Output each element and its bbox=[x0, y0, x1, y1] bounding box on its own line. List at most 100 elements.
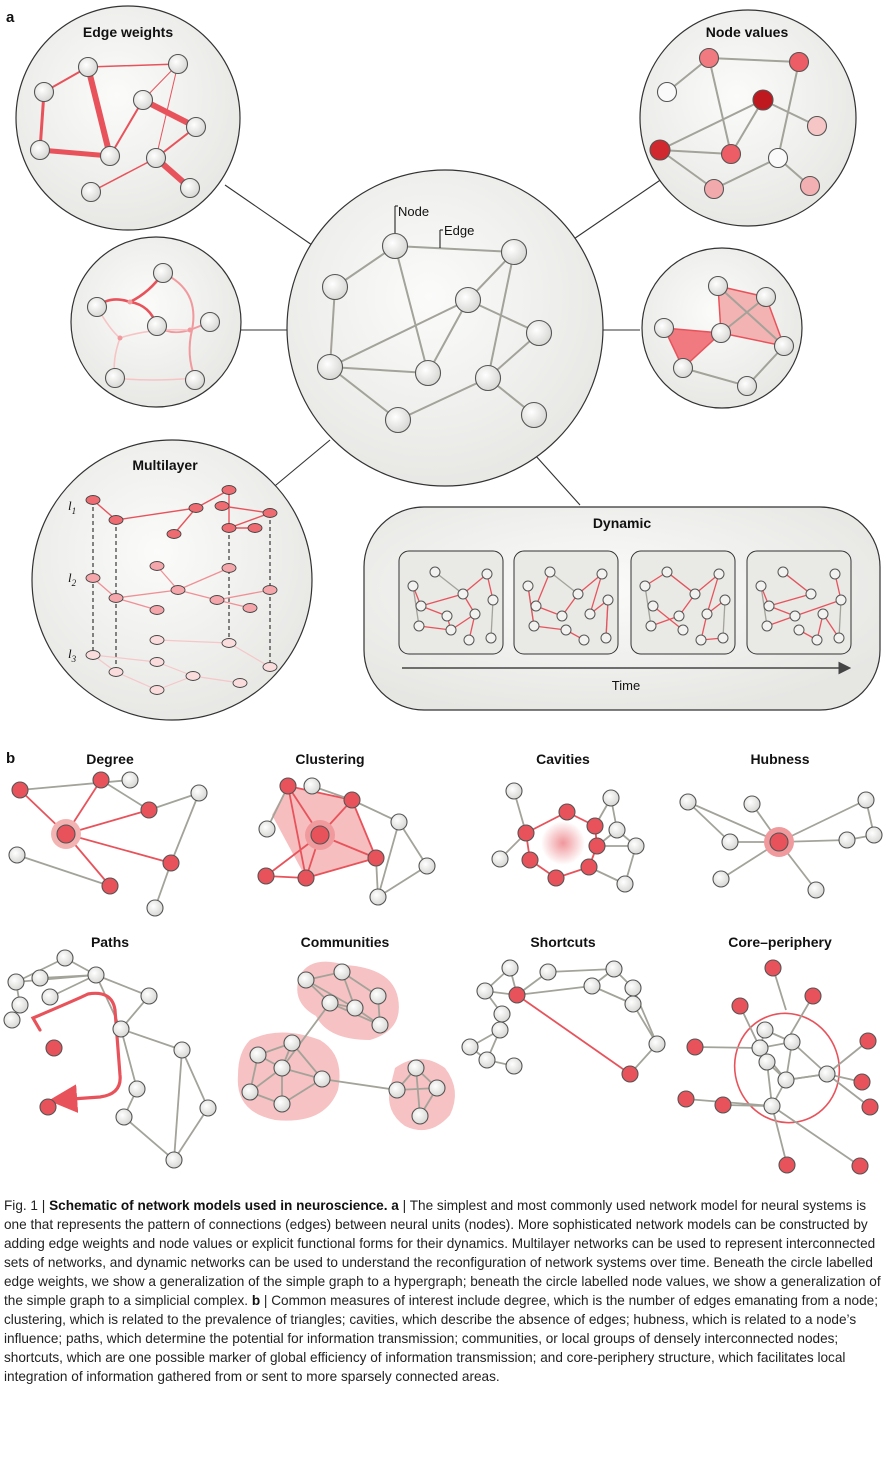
dynamic-node bbox=[487, 594, 499, 606]
dynamic-node bbox=[695, 634, 707, 646]
dynamic-node bbox=[761, 620, 773, 632]
layer-label-3: l bbox=[68, 646, 72, 661]
dynamic-node bbox=[560, 624, 572, 636]
cavities-title: Cavities bbox=[536, 751, 590, 767]
dynamic-node bbox=[701, 608, 713, 620]
dynamic-node bbox=[544, 566, 556, 578]
communities-graph bbox=[237, 961, 455, 1131]
caption-part-a: | The simplest and most commonly used ne… bbox=[4, 1198, 881, 1308]
degree-title: Degree bbox=[86, 751, 134, 767]
paths-graph bbox=[3, 949, 217, 1169]
dynamic-node bbox=[485, 632, 497, 644]
layer-labels: l1 l2 l3 bbox=[68, 498, 77, 664]
shortcuts-graph bbox=[461, 959, 666, 1083]
node-values-bubble bbox=[639, 9, 857, 227]
layer-sub-3: 3 bbox=[71, 654, 77, 664]
multilayer-title: Multilayer bbox=[132, 457, 198, 473]
dynamic-node bbox=[673, 610, 685, 622]
dynamic-node bbox=[639, 580, 651, 592]
dynamic-node bbox=[763, 600, 775, 612]
hubness-title: Hubness bbox=[750, 751, 809, 767]
caption-title: Schematic of network models used in neur… bbox=[49, 1198, 399, 1213]
dynamic-node bbox=[789, 610, 801, 622]
dynamic-node bbox=[811, 634, 823, 646]
dynamic-node bbox=[817, 608, 829, 620]
layer-label-2: l bbox=[68, 570, 72, 585]
dynamic-frame bbox=[513, 550, 619, 655]
svg-text:l1: l1 bbox=[68, 498, 76, 516]
svg-text:l3: l3 bbox=[68, 646, 77, 664]
dynamic-node bbox=[755, 580, 767, 592]
degree-graph bbox=[8, 771, 208, 917]
simplicial-complex-bubble bbox=[641, 247, 803, 409]
dynamic-title: Dynamic bbox=[593, 515, 652, 531]
dynamic-node bbox=[445, 624, 457, 636]
clustering-title: Clustering bbox=[295, 751, 364, 767]
shortcuts-title: Shortcuts bbox=[530, 934, 596, 950]
dynamic-node bbox=[647, 600, 659, 612]
dynamic-node bbox=[596, 568, 608, 580]
dynamic-node bbox=[572, 588, 584, 600]
panel-b-label: b bbox=[6, 750, 15, 767]
dynamic-node bbox=[481, 568, 493, 580]
hubness-graph bbox=[679, 791, 883, 899]
dynamic-node bbox=[805, 588, 817, 600]
dynamic-node bbox=[600, 632, 612, 644]
panel-b-titles: Degree Clustering Cavities Hubness Paths… bbox=[86, 751, 832, 950]
simple-graph-bubble bbox=[286, 169, 604, 487]
connector-lines bbox=[224, 169, 676, 506]
layer-label-1: l bbox=[68, 498, 72, 513]
clustering-graph bbox=[257, 777, 436, 906]
dynamic-node bbox=[530, 600, 542, 612]
layer-sub-2: 2 bbox=[72, 578, 77, 588]
dynamic-node bbox=[463, 634, 475, 646]
edge-weights-bubble bbox=[15, 5, 241, 231]
dynamic-node bbox=[835, 594, 847, 606]
dynamic-panel bbox=[363, 506, 881, 711]
dynamic-frame bbox=[630, 550, 736, 655]
dynamic-node bbox=[645, 620, 657, 632]
dynamic-node bbox=[713, 568, 725, 580]
caption-part-b: | Common measures of interest include de… bbox=[4, 1293, 878, 1384]
dynamic-node bbox=[719, 594, 731, 606]
cavities-graph bbox=[491, 782, 645, 893]
svg-text:l2: l2 bbox=[68, 570, 77, 588]
multilayer-bubble bbox=[31, 439, 313, 721]
layer-sub-1: 1 bbox=[72, 506, 77, 516]
dynamic-node bbox=[429, 566, 441, 578]
dynamic-node bbox=[829, 568, 841, 580]
dynamic-frame bbox=[746, 550, 852, 655]
dynamic-node bbox=[777, 566, 789, 578]
dynamic-node bbox=[528, 620, 540, 632]
edge-weights-title: Edge weights bbox=[83, 24, 173, 40]
caption-fig: Fig. 1 | bbox=[4, 1198, 50, 1213]
dynamic-node bbox=[522, 580, 534, 592]
figure-canvas: a Edge weig bbox=[3, 5, 883, 1175]
edge-label: Edge bbox=[444, 223, 474, 238]
dynamic-node bbox=[677, 624, 689, 636]
communities-title: Communities bbox=[301, 934, 390, 950]
node-values-title: Node values bbox=[706, 24, 789, 40]
time-label: Time bbox=[612, 678, 640, 693]
hypergraph-bubble bbox=[70, 236, 242, 408]
dynamic-node bbox=[578, 634, 590, 646]
dynamic-frame bbox=[398, 550, 504, 655]
figure-caption: Fig. 1 | Schematic of network models use… bbox=[4, 1196, 882, 1386]
node-label: Node bbox=[398, 204, 429, 219]
dynamic-node bbox=[584, 608, 596, 620]
dynamic-node bbox=[833, 632, 845, 644]
dynamic-node bbox=[407, 580, 419, 592]
paths-title: Paths bbox=[91, 934, 129, 950]
dynamic-node bbox=[457, 588, 469, 600]
dynamic-node bbox=[689, 588, 701, 600]
panel-a-label: a bbox=[6, 9, 15, 26]
core-periphery-title: Core–periphery bbox=[728, 934, 832, 950]
dynamic-node bbox=[717, 632, 729, 644]
caption-b-label: b bbox=[251, 1293, 261, 1308]
dynamic-node bbox=[469, 608, 481, 620]
core-periphery-graph bbox=[677, 959, 879, 1175]
dynamic-node bbox=[661, 566, 673, 578]
dynamic-node bbox=[415, 600, 427, 612]
dynamic-node bbox=[793, 624, 805, 636]
dynamic-node bbox=[602, 594, 614, 606]
